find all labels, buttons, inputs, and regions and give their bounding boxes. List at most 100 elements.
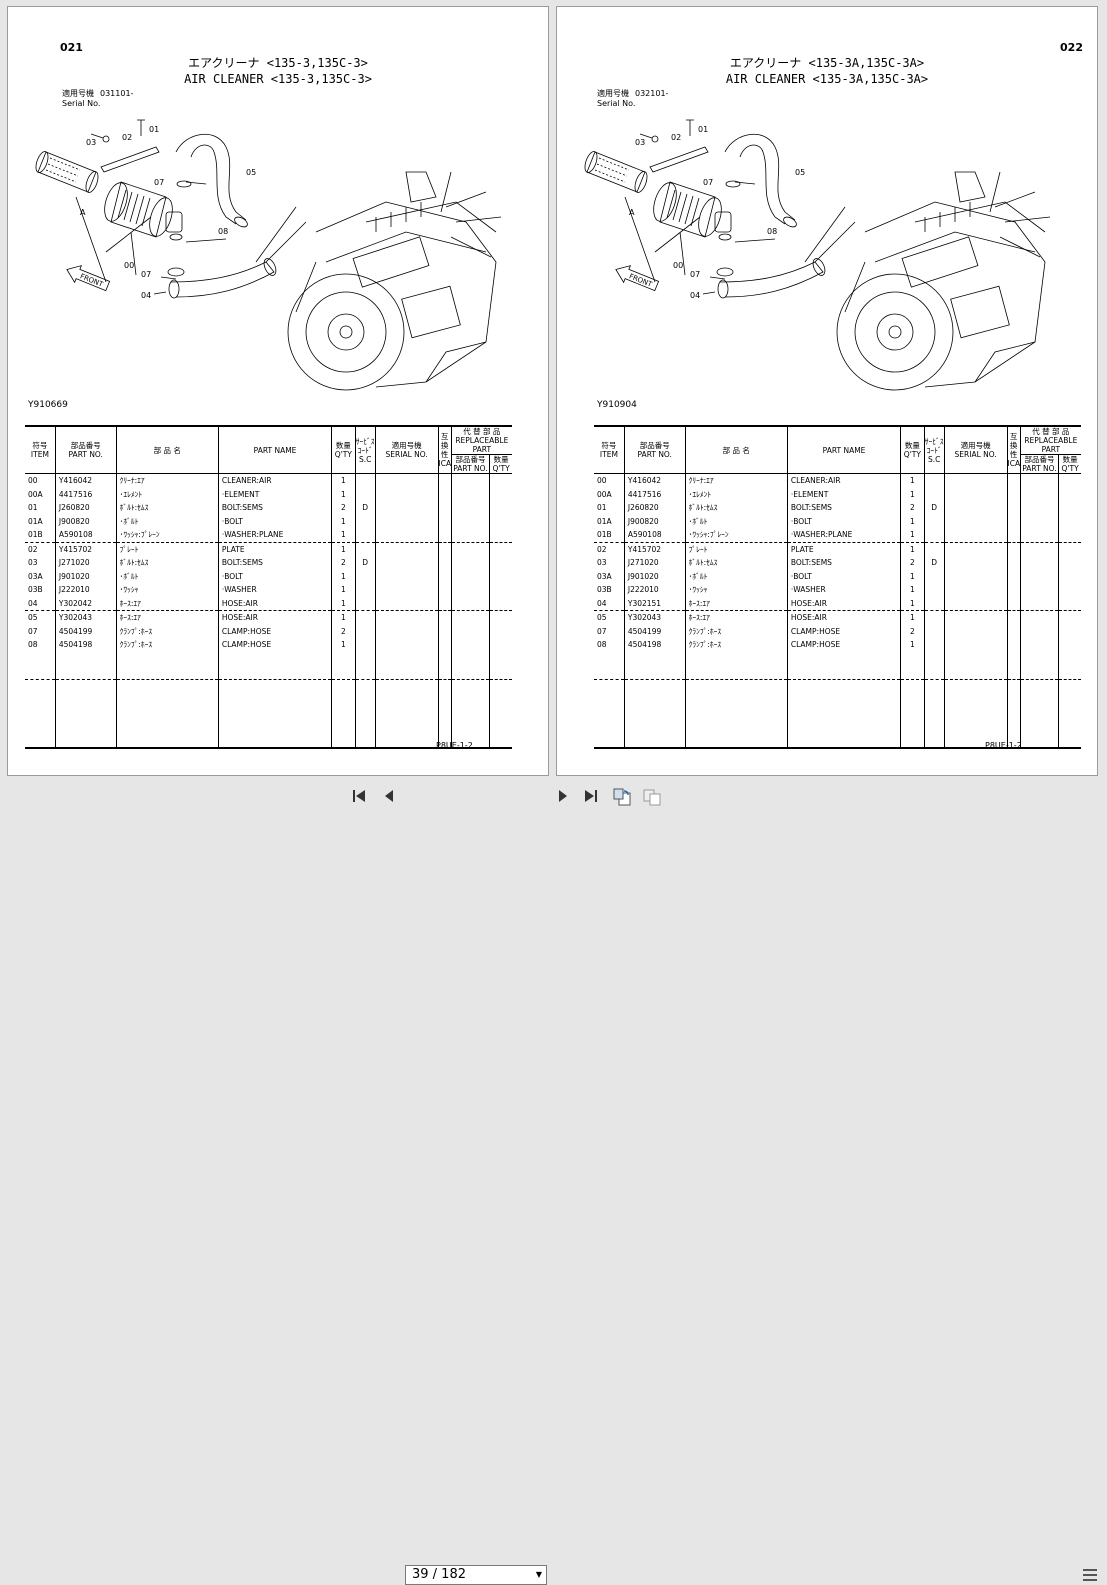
- cell-ica: [1006, 733, 1021, 749]
- cell-rp-qty: [1058, 693, 1081, 707]
- cell-ica: [437, 610, 452, 625]
- last-page-icon[interactable]: [582, 787, 600, 805]
- cell-rp-part: [1019, 610, 1059, 625]
- cell-name-jp: [115, 651, 219, 665]
- col-name-jp: 部 品 名: [115, 425, 219, 474]
- cell-sc: [354, 528, 376, 542]
- cell-item: [25, 720, 55, 734]
- page-number-field[interactable]: 39 / 182 ▼: [405, 1565, 547, 1585]
- cell-qty: 1: [331, 596, 356, 611]
- callout-04: 04: [690, 291, 700, 300]
- cell-part-no: 4417516: [623, 487, 686, 501]
- chevron-down-icon[interactable]: ▼: [535, 1570, 542, 1579]
- cell-part-no: [54, 693, 117, 707]
- cell-part-no: [623, 651, 686, 665]
- table-row: [25, 733, 512, 749]
- cell-qty: [331, 706, 356, 720]
- cell-name-en: HOSE:AIR: [786, 610, 901, 625]
- cell-sc: D: [354, 556, 376, 570]
- table-row: [594, 733, 1081, 749]
- cell-rp-part: [1019, 638, 1059, 652]
- lower-hose-drawing: [716, 258, 826, 299]
- cell-qty: 1: [900, 528, 925, 542]
- cell-part-no: [623, 733, 686, 749]
- cell-ica: [437, 473, 452, 488]
- cell-ica: [437, 501, 452, 515]
- cell-part-no: 4504198: [623, 638, 686, 652]
- first-page-icon[interactable]: [350, 787, 368, 805]
- cell-item: 03A: [28, 571, 43, 581]
- cell-name-jp: ･ﾎﾞﾙﾄ: [115, 514, 219, 528]
- table-row: [594, 665, 1081, 679]
- cell-rp-qty: [1058, 638, 1081, 652]
- right-page: 022 エアクリーナ <135-3A,135C-3A> AIR CLEANER …: [556, 6, 1098, 776]
- two-page-view-icon[interactable]: [642, 787, 661, 806]
- cell-part-no: J900820: [54, 514, 117, 528]
- prev-page-icon[interactable]: [380, 787, 398, 805]
- cell-part-no: Y302043: [623, 610, 686, 625]
- cell-ica: [1006, 501, 1021, 515]
- cell-part-no: Y302043: [54, 610, 117, 625]
- table-row: [594, 693, 1081, 707]
- cell-item: [25, 693, 55, 707]
- cell-name-en: CLAMP:HOSE: [217, 638, 332, 652]
- cell-rp-qty: [1058, 514, 1081, 528]
- menu-icon[interactable]: [1083, 1566, 1097, 1584]
- callout-03: 03: [635, 138, 645, 147]
- cell-serial: [374, 665, 439, 679]
- next-page-icon[interactable]: [554, 787, 572, 805]
- cell-sc: [354, 678, 376, 693]
- cell-sc: [923, 693, 945, 707]
- cell-serial: [943, 501, 1008, 515]
- table-row: [25, 665, 512, 679]
- cell-serial: [943, 693, 1008, 707]
- cell-serial: [374, 473, 439, 488]
- cell-qty: [900, 720, 925, 734]
- cell-qty: 1: [331, 541, 356, 556]
- cell-name-jp: ･ｴﾚﾒﾝﾄ: [684, 487, 788, 501]
- cell-part-no: J222010: [623, 583, 686, 597]
- cell-serial: [374, 624, 439, 638]
- cell-qty: [900, 678, 925, 693]
- cell-item: 01: [597, 503, 607, 513]
- cell-rp-part: [450, 720, 490, 734]
- cell-qty: [331, 665, 356, 679]
- cell-serial: [374, 733, 439, 749]
- cell-item: 07: [597, 626, 607, 636]
- table-row: [594, 678, 1081, 693]
- cell-rp-qty: [1058, 706, 1081, 720]
- cell-rp-part: [1019, 487, 1059, 501]
- cell-name-en: [217, 665, 332, 679]
- air-cleaner-illustration: FRONT 01 02 03 05 07 08 07 04 00 A: [35, 119, 502, 391]
- cell-part-no: [54, 706, 117, 720]
- rotate-view-icon[interactable]: [612, 787, 631, 806]
- table-row: [25, 651, 512, 665]
- cell-qty: [900, 693, 925, 707]
- callout-08: 08: [218, 227, 228, 236]
- cell-name-jp: [684, 733, 788, 749]
- cell-ica: [1006, 556, 1021, 570]
- cell-rp-part: [450, 556, 490, 570]
- cell-qty: 1: [900, 583, 925, 597]
- cell-ica: [1006, 678, 1021, 693]
- cell-rp-qty: [1058, 473, 1081, 488]
- cell-serial: [943, 541, 1008, 556]
- cell-part-no: J901020: [623, 569, 686, 583]
- cell-name-jp: [115, 693, 219, 707]
- cell-item: 05: [594, 610, 625, 625]
- cell-name-jp: ﾌﾟﾚｰﾄ: [115, 541, 219, 556]
- cell-qty: 1: [331, 514, 356, 528]
- cell-ica: [437, 651, 452, 665]
- cell-item: 00: [28, 476, 38, 486]
- cleaner-body-drawing: [104, 181, 183, 241]
- cell-item: 00A: [28, 489, 43, 499]
- cell-name-en: [217, 706, 332, 720]
- cell-name-en: [217, 678, 332, 693]
- cell-name-jp: ｸﾗﾝﾌﾟ:ﾎｰｽ: [115, 624, 219, 638]
- cell-ica: [1006, 624, 1021, 638]
